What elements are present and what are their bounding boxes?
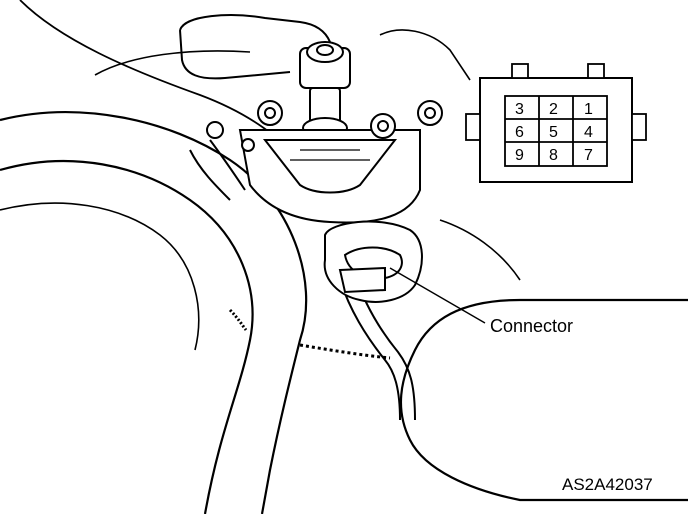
pin-9-label: 9 (515, 147, 524, 164)
pin-grid (504, 95, 608, 167)
top-bolt (299, 41, 351, 139)
pin-8-label: 8 (549, 147, 558, 164)
pin-6-label: 6 (515, 124, 524, 141)
mount-bolts (206, 100, 443, 152)
pin-7-label: 7 (584, 147, 593, 164)
callout-leader (389, 267, 486, 324)
pin-4-label: 4 (584, 124, 593, 141)
switch-body (238, 129, 421, 224)
upper-mount (94, 14, 471, 81)
harness-connector (323, 220, 423, 303)
figure-id: AS2A42037 (562, 475, 653, 494)
pin-diagram-inset: 3 2 1 6 5 4 9 8 7 (465, 63, 647, 183)
pin-3-label: 3 (515, 101, 524, 118)
pin-2-label: 2 (549, 101, 558, 118)
pin-1-label: 1 (584, 101, 593, 118)
right-panel (399, 219, 688, 502)
pin-5-label: 5 (549, 124, 558, 141)
body-panel (0, 0, 308, 514)
connector-callout-label: Connector (490, 316, 573, 336)
